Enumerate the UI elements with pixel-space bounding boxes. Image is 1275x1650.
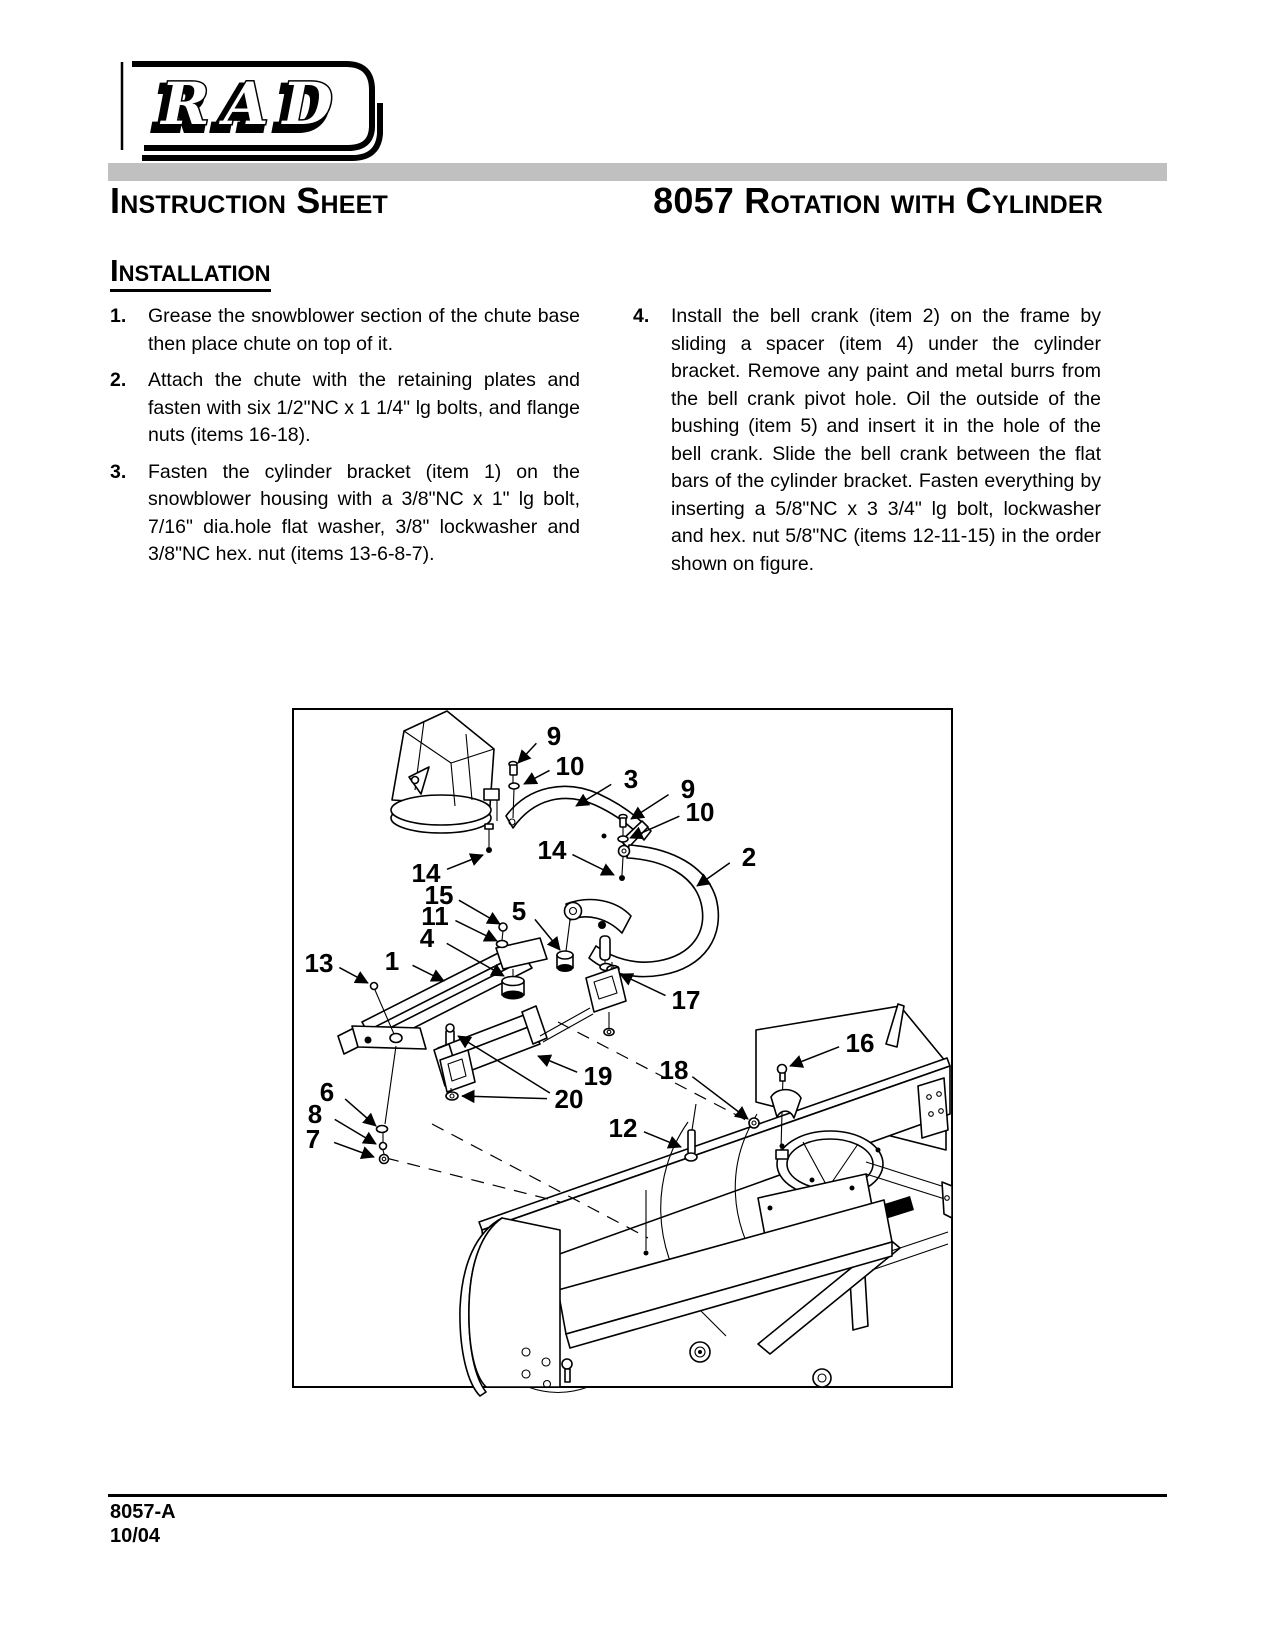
- part-callout-15: 15: [425, 880, 454, 910]
- cylinder-bracket-drawing: [337, 922, 574, 1165]
- svg-text:RAD: RAD: [154, 75, 342, 143]
- part-callout-9: 9: [681, 774, 695, 804]
- part-callout-14: 14: [412, 858, 441, 888]
- part-callout-17: 17: [672, 985, 701, 1015]
- part-callout-18: 18: [660, 1055, 689, 1085]
- steps-column-right: 4. Install the bell crank (item 2) on th…: [633, 303, 1101, 587]
- part-callout-10: 10: [556, 751, 585, 781]
- rad-logo-frame: [120, 61, 383, 161]
- installation-step: 1. Grease the snowblower section of the …: [110, 303, 580, 358]
- part-callout-20: 20: [555, 1084, 584, 1114]
- step-text: Install the bell crank (item 2) on the f…: [671, 305, 1101, 575]
- step-number: 2.: [110, 369, 127, 391]
- installation-step: 2. Attach the chute with the retaining p…: [110, 367, 580, 450]
- steps-column-left: 1. Grease the snowblower section of the …: [110, 303, 580, 578]
- part-callout-19: 19: [584, 1061, 613, 1091]
- part-callout-5: 5: [512, 896, 526, 926]
- part-callout-2: 2: [742, 842, 756, 872]
- snowblower-housing-drawing: [459, 1003, 953, 1397]
- step-number: 3.: [110, 460, 127, 483]
- part-callout-3: 3: [624, 764, 638, 794]
- part-callout-11: 11: [421, 901, 449, 931]
- part-callout-1: 1: [385, 946, 399, 976]
- chute-drawing: [390, 710, 500, 853]
- doc-title: 8057 Rotation with Cylinder: [653, 180, 1103, 221]
- title-row: Instruction Sheet 8057 Rotation with Cyl…: [110, 182, 1103, 220]
- header-divider-bar: [108, 163, 1167, 181]
- rad-logo-text: RAD: [159, 70, 347, 138]
- part-callout-6: 6: [320, 1077, 334, 1107]
- footer-text: 8057-A 10/04: [110, 1500, 176, 1548]
- part-callout-9: 9: [547, 721, 561, 751]
- footer-rule: [108, 1494, 1167, 1497]
- installation-step: 4. Install the bell crank (item 2) on th…: [633, 303, 1101, 578]
- step-text: Fasten the cylinder bracket (item 1) on …: [148, 460, 580, 566]
- part-callout-8: 8: [308, 1099, 322, 1129]
- part-callout-16: 16: [846, 1028, 875, 1058]
- part-callout-7: 7: [306, 1124, 320, 1154]
- part-callout-12: 12: [609, 1113, 638, 1143]
- step-number: 1.: [110, 305, 127, 327]
- part-callout-13: 13: [305, 948, 334, 978]
- step-number: 4.: [633, 305, 650, 327]
- revision-date: 10/04: [110, 1525, 161, 1547]
- part-callout-4: 4: [420, 923, 435, 953]
- hydraulic-cylinder-drawing: [433, 962, 627, 1101]
- part-callout-14: 14: [538, 835, 567, 865]
- part-number: 8057-A: [110, 1501, 176, 1523]
- installation-step: 3. Fasten the cylinder bracket (item 1) …: [110, 459, 580, 569]
- step-text: Grease the snowblower section of the chu…: [148, 305, 580, 355]
- section-heading-installation: Installation: [110, 253, 271, 293]
- alignment-dashed-lines: [385, 1021, 747, 1256]
- doc-type-title: Instruction Sheet: [110, 180, 388, 221]
- rad-logo: RAD RAD: [108, 48, 398, 173]
- part-callout-10: 10: [686, 797, 715, 827]
- step-text: Attach the chute with the retaining plat…: [148, 369, 580, 446]
